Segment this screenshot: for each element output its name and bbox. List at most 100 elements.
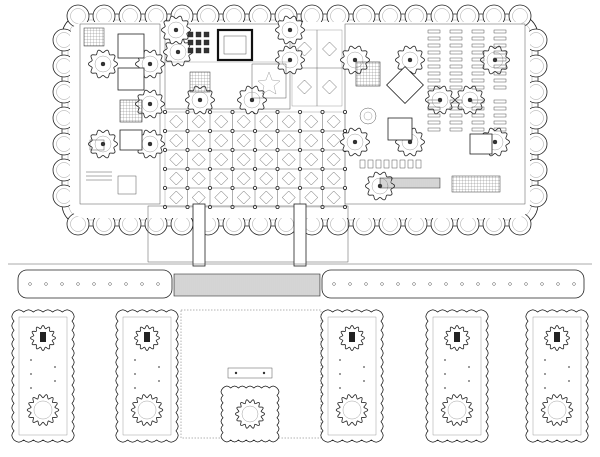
garden-shrub [444,359,446,361]
display-case [195,47,202,54]
square-court [119,129,143,151]
court-tree-canopy [241,405,259,423]
desk [449,85,463,90]
round-tower-core [169,43,187,61]
garden-shrub [544,359,546,361]
shrub [524,282,528,286]
garden-shrub [363,366,365,368]
front-forecourt [147,205,349,263]
hall-column [275,166,280,171]
desk [427,29,441,34]
garden-path [327,316,377,436]
top-middle-details [165,28,290,99]
shrub [508,282,512,286]
grounds [8,263,592,443]
hall-diamond [191,133,206,148]
shrub [572,282,576,286]
desk [493,78,507,83]
hall-column [275,147,280,152]
desk [471,106,485,111]
seat [367,159,374,169]
hall-column [207,128,212,133]
round-tower-core [167,21,185,39]
desk [427,113,441,118]
garden-shrub [158,380,160,382]
desk [449,127,463,132]
tiled-room [83,27,105,47]
tower-column [197,97,203,103]
shrub [348,282,352,286]
hall-column [207,166,212,171]
hall-diamond [169,133,184,148]
hall-diamond [169,114,184,129]
dark-frame-room-inner [223,35,247,55]
hall-column [252,166,257,171]
shrub [428,282,432,286]
dark-frame-room [216,28,254,62]
desk [449,36,463,41]
desk [493,127,507,132]
hall-diamond [304,190,319,205]
hall-diamond [297,41,312,57]
hall-column [342,110,347,115]
desk [471,120,485,125]
hall-column [297,110,302,115]
dot-grid-room [187,31,210,54]
garden-shrub [468,380,470,382]
desk [471,50,485,55]
round-fountain-inner [363,111,373,121]
shrub [60,282,64,286]
square-court [387,117,413,141]
seat [415,159,422,169]
desk [493,64,507,69]
tower-column [352,139,358,145]
seat [399,159,406,169]
desk [493,85,507,90]
desk [427,85,441,90]
hall-diamond [304,171,319,186]
hall-diamond [281,190,296,205]
desk [449,64,463,69]
hall-diamond [322,41,337,57]
court-bench [227,367,273,379]
hall-diamond [236,190,251,205]
hedge-row-right [321,269,585,299]
garden-set [11,309,589,443]
garden-shrub [339,359,341,361]
star-room [251,63,287,99]
facade-pillar [293,203,307,267]
garden-shrub [54,366,56,368]
hall-column [320,128,325,133]
parquet-room [189,71,211,93]
shrub [396,282,400,286]
hall-column [185,166,190,171]
desk [471,36,485,41]
desk [449,99,463,104]
desk [427,71,441,76]
display-case [203,31,210,38]
hall-column [207,110,212,115]
shrub [556,282,560,286]
round-tower-core [346,133,364,151]
desk [493,50,507,55]
fountain-basin [554,332,560,342]
left-wing-details [83,27,145,195]
hall-diamond [326,190,341,205]
hall-diamond [259,190,274,205]
tower-column [352,57,358,63]
garden-tree-canopy [342,400,362,420]
square-court [117,33,145,59]
desk [427,43,441,48]
desk [449,71,463,76]
court-tree [234,399,266,429]
display-case [187,31,194,38]
hall-column [320,147,325,152]
garden-shrub [363,380,365,382]
hedge-planting [28,282,576,286]
round-tower-core [94,135,112,153]
garden-path [532,316,582,436]
desk [493,57,507,62]
hall-diamond [191,171,206,186]
desk [471,57,485,62]
